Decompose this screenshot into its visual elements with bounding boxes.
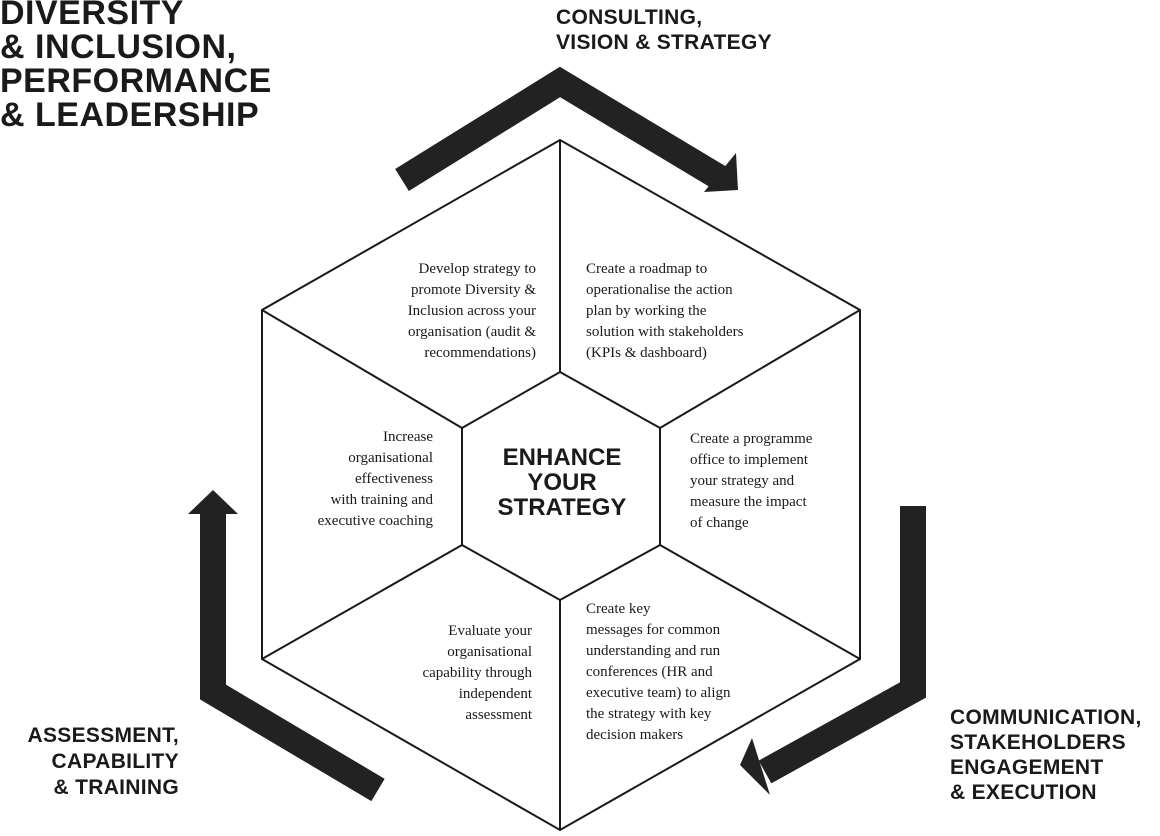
arrow-top-head: [704, 153, 738, 192]
center-label: ENHANCE YOUR STRATEGY: [497, 444, 627, 521]
cell-top-right-text: Create a roadmap to operationalise the a…: [586, 261, 744, 361]
divider-lower-left: [261, 544, 463, 660]
divider-upper-left: [261, 309, 463, 429]
cell-middle-left-text: Increase organisational effectiveness wi…: [317, 429, 433, 529]
arrow-left-body: [200, 512, 385, 802]
section-label-consulting: CONSULTING, VISION & STRATEGY: [556, 6, 772, 54]
cell-bottom-right-text: Create key messages for common understan…: [586, 601, 731, 743]
arrow-right-head: [740, 738, 770, 795]
cell-top-left-text: Develop strategy to promote Diversity & …: [407, 261, 536, 361]
divider-lower-right: [659, 544, 861, 660]
arrow-top-chevron: [395, 66, 727, 192]
page-title: DIVERSITY & INCLUSION, PERFORMANCE & LEA…: [0, 0, 272, 134]
section-label-communication: COMMUNICATION, STAKEHOLDERS ENGAGEMENT &…: [950, 706, 1142, 804]
section-label-assessment: ASSESSMENT, CAPABILITY & TRAINING: [27, 724, 179, 799]
arrow-right-body: [758, 506, 926, 784]
divider-upper-right: [659, 309, 861, 429]
cell-bottom-left-text: Evaluate your organisational capability …: [422, 623, 532, 723]
cell-middle-right-text: Create a programme office to implement y…: [690, 431, 813, 531]
arrow-left-head: [188, 490, 238, 514]
